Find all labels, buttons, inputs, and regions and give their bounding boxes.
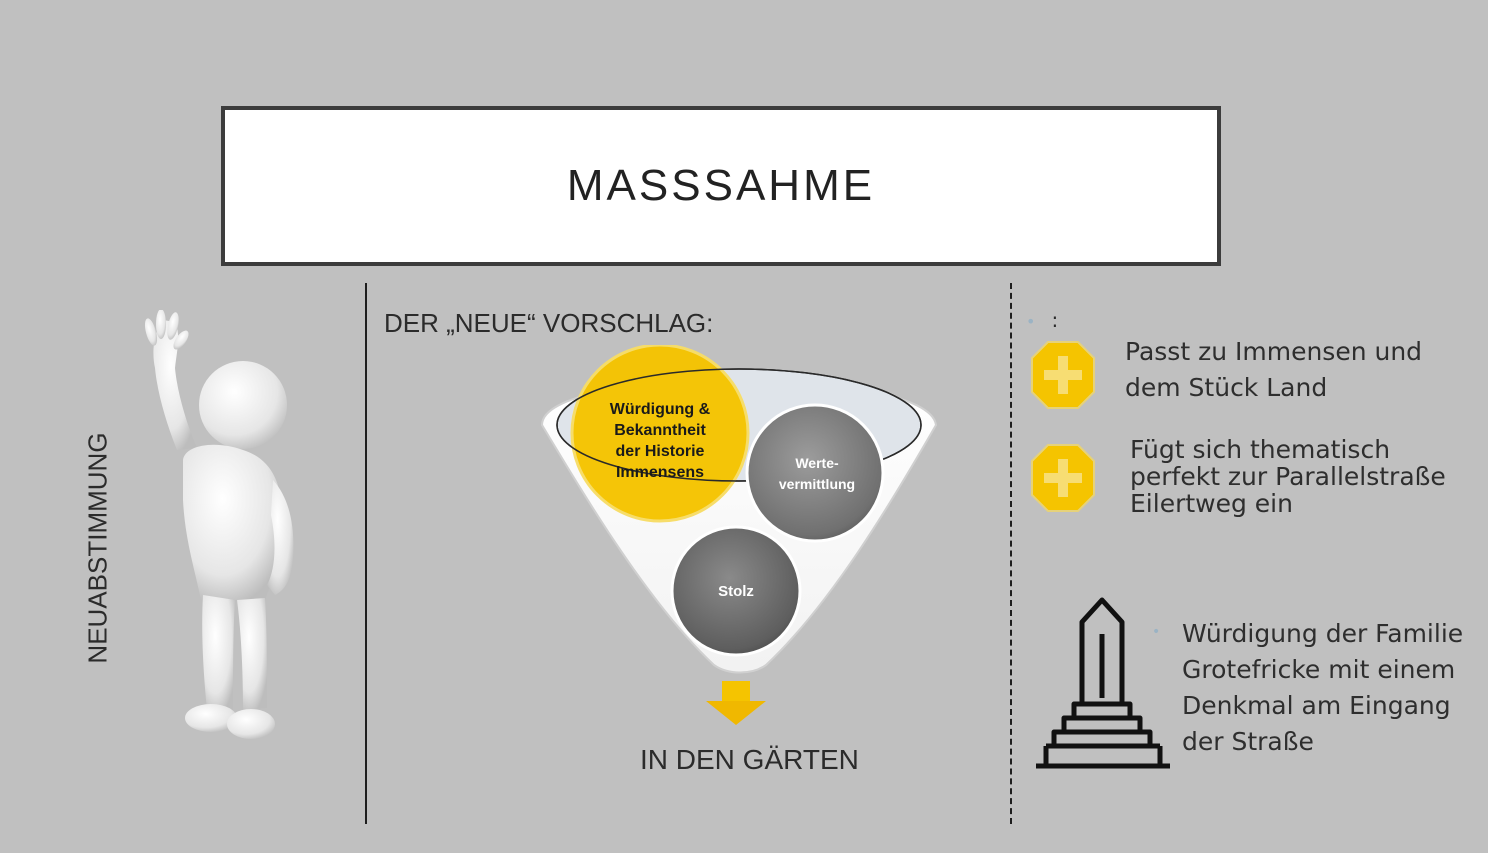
obelisk-icon [1036,597,1170,769]
slide-title: MASSSAHME [566,161,876,210]
funnel-werte-line1: Werte- [795,455,839,471]
plus-icon [1031,341,1095,409]
side-label: NEUABSTIMMUNG [82,432,113,664]
funnel-text-line3: der Historie [616,443,705,460]
point-2-text: Fügt sich thematisch perfekt zur Paralle… [1130,435,1446,518]
plus-icon [1031,444,1095,512]
point-1-text: Passt zu Immensen und dem Stück Land [1125,337,1423,402]
monument-text: Würdigung der Familie Grotefricke mit ei… [1182,619,1464,756]
funnel-text-line1: Würdigung & [610,401,711,418]
funnel-stolz: Stolz [718,583,754,600]
funnel-werte-line2: vermittlung [779,476,855,492]
divider-right-dashed [1010,283,1012,824]
title-box: MASSSAHME [221,106,1221,266]
divider-left [365,283,367,824]
funnel-diagram: Würdigung & Bekanntheit der Historie Imm… [540,345,938,725]
arrow-down-icon [706,681,766,725]
proposal-heading: DER „NEUE“ VORSCHLAG: [384,308,714,338]
waving-figure-icon [144,310,294,739]
funnel-text-line4: Immensens [616,464,704,481]
colon-bullet: •: [1026,308,1059,332]
bullet-dot-icon: • [1026,312,1036,331]
funnel-output-label: IN DEN GÄRTEN [640,744,859,775]
funnel-text-line2: Bekanntheit [614,422,706,439]
bullet-dot-icon: • [1152,624,1161,640]
